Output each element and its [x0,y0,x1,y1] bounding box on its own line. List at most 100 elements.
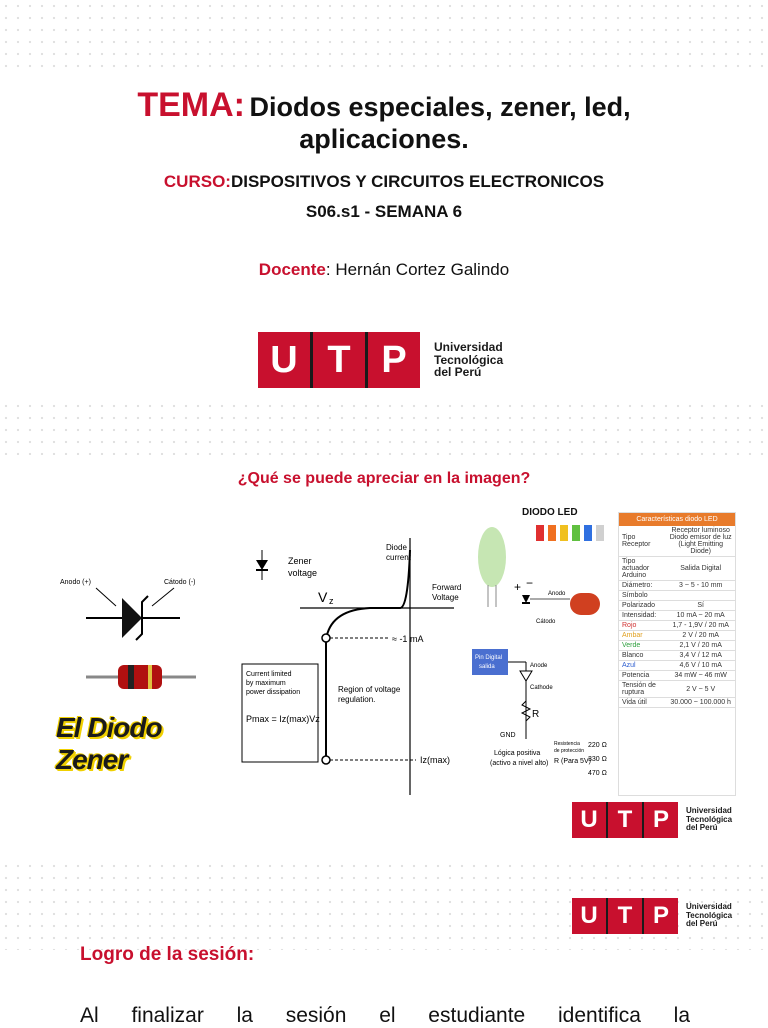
utp-letter-u: U [258,332,310,388]
table-cell-value: 3,4 V / 12 mA [666,650,735,661]
title-text: Diodos especiales, zener, led, [249,92,631,122]
table-cell-key: Polarizado [619,600,667,611]
zener-symbol-icon: Anodo (+) Cátodo (-) [60,579,196,641]
table-row: Símbolo [619,590,735,601]
table-cell-value: 10 mA ~ 20 mA [666,610,735,621]
title-line-2: aplicaciones. [299,124,469,154]
utp-letter-p: P [368,332,420,388]
svg-text:Anode: Anode [530,663,548,669]
table-row: Diámetro:3 ~ 5 - 10 mm [619,580,735,591]
table-cell-value: Sí [666,600,735,611]
session-line: S06.s1 - SEMANA 6 [305,202,463,221]
svg-text:z: z [329,596,334,606]
svg-text:Anodo (+): Anodo (+) [60,579,91,586]
curso-label: CURSO: [163,172,231,191]
table-cell-value: 30.000 ~ 100.000 h [666,697,735,708]
svg-text:Anodo: Anodo [548,591,566,597]
table-cell-key: Tensión de ruptura [619,680,667,698]
svg-text:Forward: Forward [432,583,461,592]
logro-heading: Logro de la sesión: [80,944,255,965]
zener-graph: Zener voltage Diode current Forward Volt… [240,530,462,795]
svg-text:regulation.: regulation. [338,695,375,704]
table-cell-value: 4,6 V / 10 mA [666,660,735,671]
table-row: Intensidad:10 mA ~ 20 mA [619,610,735,621]
utp-letter-t: T [313,332,365,388]
table-cell-key: Vida útil [619,697,667,708]
table-cell-value: 1,7 - 1,9V / 20 mA [666,620,735,631]
svg-text:Cátodo (-): Cátodo (-) [164,579,196,586]
table-cell-value: 2 V / 20 mA [666,630,735,641]
table-cell-key: Ambar [619,630,667,641]
table-cell-key: Blanco [619,650,667,661]
dotted-background-mid [0,400,768,455]
svg-text:Cathode: Cathode [530,685,553,691]
svg-text:Pmax = Iz(max)Vz: Pmax = Iz(max)Vz [246,714,320,724]
table-cell-value: 2,1 V / 20 mA [666,640,735,651]
svg-text:V: V [318,589,328,605]
table-cell-key: Intensidad: [619,610,667,621]
led-title: DIODO LED [522,507,578,518]
logro-body: Al finalizar la sesión el estudiante ide… [80,1004,690,1027]
title-line-1: TEMA: Diodos especiales, zener, led, [0,86,768,125]
tema-label: TEMA: [137,86,246,124]
curso-value: DISPOSITIVOS Y CIRCUITOS ELECTRONICOS [230,172,605,191]
question-heading: ¿Qué se puede apreciar en la imagen? [237,470,531,487]
table-cell-key: Diámetro: [619,580,667,591]
table-cell-key: Potencia [619,670,667,681]
svg-text:Cátodo: Cátodo [536,619,556,625]
svg-text:GND: GND [500,732,516,739]
svg-text:Current limited: Current limited [246,671,292,678]
svg-text:Lógica positiva: Lógica positiva [494,750,540,757]
zener-photo-icon [86,665,196,689]
table-cell-key: Verde [619,640,667,651]
svg-text:R (Para 5V): R (Para 5V) [554,758,591,765]
svg-text:−: − [526,576,533,590]
label-zener-voltage: Zener [288,556,312,566]
svg-text:+: + [514,580,521,594]
table-cell-key: Símbolo [619,590,667,601]
zener-caption: El Diodo Zener [56,712,163,775]
svg-text:Diode: Diode [386,543,407,552]
docente-label: Docente [258,260,326,279]
zener-image-panel: Anodo (+) Cátodo (-) El Diodo Zener [56,572,226,782]
table-cell-key: Tipo actuador Arduino [619,556,667,581]
svg-text:220 Ω: 220 Ω [588,742,607,749]
course-line: CURSO:DISPOSITIVOS Y CIRCUITOS ELECTRONI… [0,172,768,192]
svg-text:current: current [386,553,412,562]
svg-text:Voltage: Voltage [432,593,459,602]
table-cell-key: Azul [619,660,667,671]
svg-text:power dissipation: power dissipation [246,689,300,696]
svg-text:Resistencia: Resistencia [554,741,580,747]
svg-text:(activo a nivel alto): (activo a nivel alto) [490,760,548,767]
led-illustration-icon: + − Anodo Cátodo Pin Digital salida Anod… [472,525,607,777]
svg-text:Pin Digital: Pin Digital [475,655,502,661]
svg-text:R: R [532,709,539,720]
svg-text:470 Ω: 470 Ω [588,770,607,777]
svg-text:voltage: voltage [288,568,317,578]
table-cell-value [666,590,735,601]
table-cell-value: 3 ~ 5 - 10 mm [666,580,735,591]
table-cell-value: Salida Digital [666,556,735,581]
svg-text:Iz(max): Iz(max) [420,755,450,765]
dotted-background-top [0,0,768,70]
svg-text:330 Ω: 330 Ω [588,756,607,763]
svg-text:Region of voltage: Region of voltage [338,685,401,694]
docente-value: : Hernán Cortez Galindo [325,260,510,279]
table-cell-key: Rojo [619,620,667,631]
